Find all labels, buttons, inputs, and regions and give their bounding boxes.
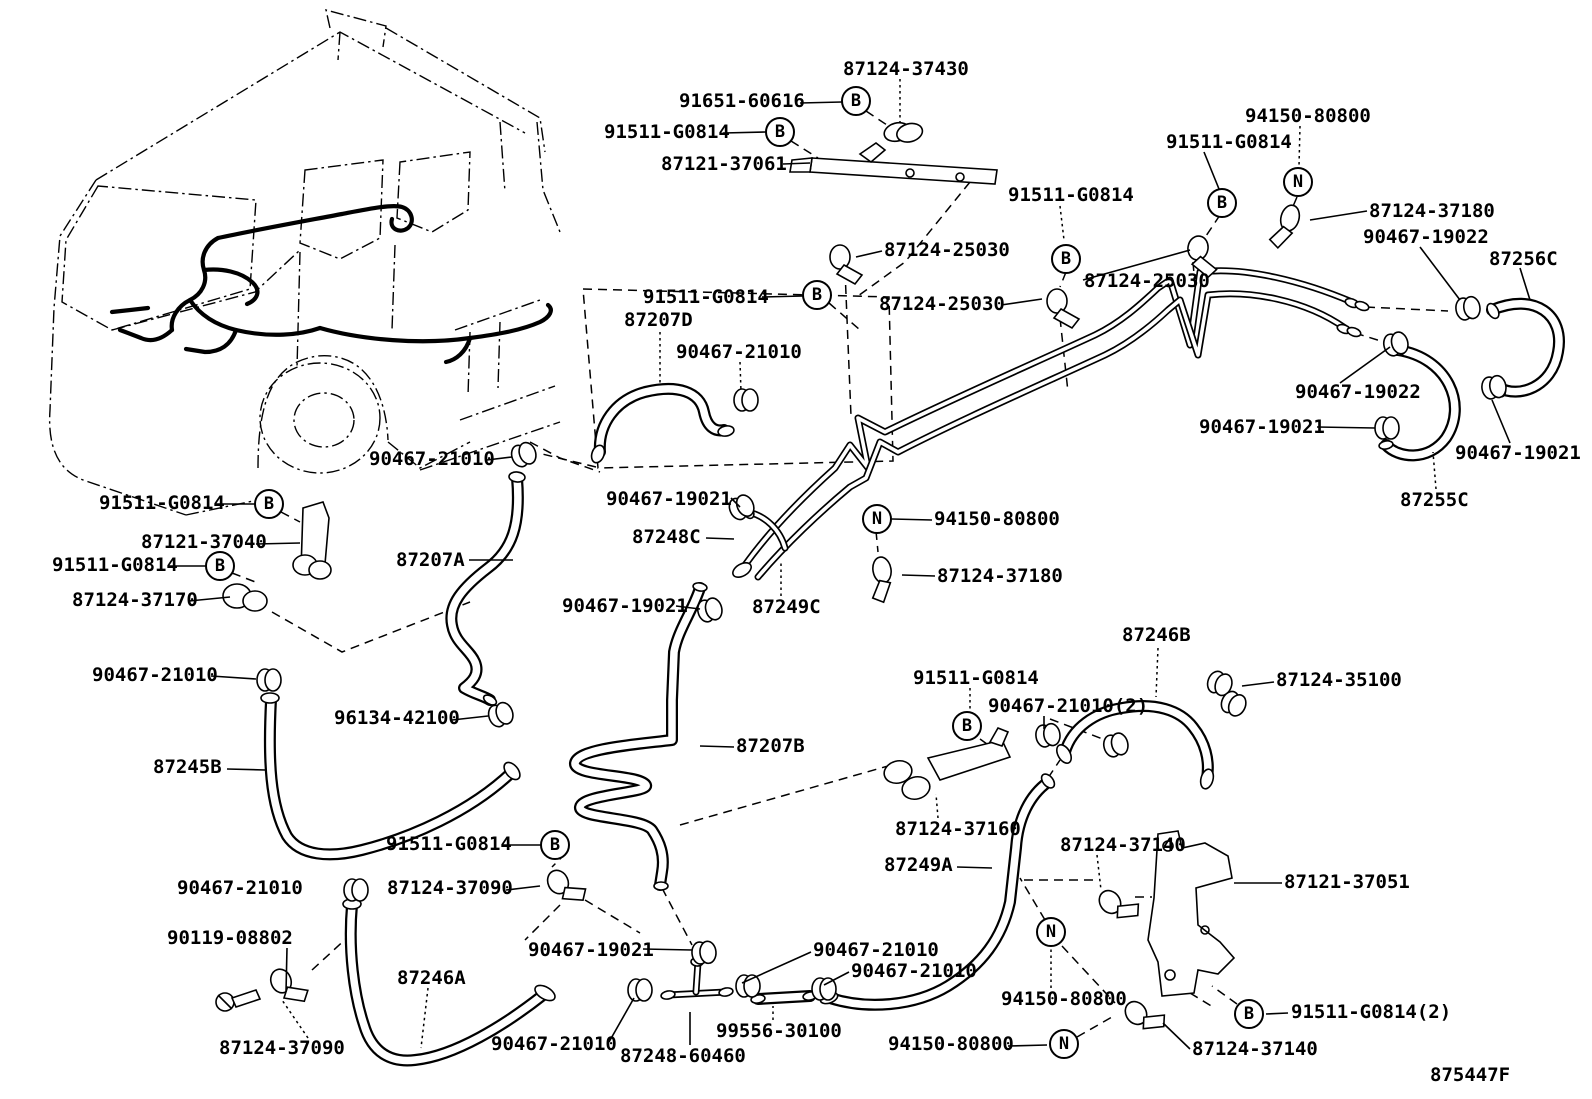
pipe-clips: [269, 121, 1301, 1030]
leader-lines: [169, 79, 1531, 1050]
part-label-87121-37051[interactable]: 87121-37051: [1284, 871, 1410, 893]
fastener-symbol-B: B: [205, 551, 235, 581]
fastener-symbol-B: B: [1207, 188, 1237, 218]
fastener-symbol-B: B: [1051, 244, 1081, 274]
part-label-87124-37140[interactable]: 87124-37140: [1060, 834, 1186, 856]
part-label-87124-37180[interactable]: 87124-37180: [1369, 200, 1495, 222]
part-label-87249A[interactable]: 87249A: [884, 854, 953, 876]
part-label-91511-G0814[interactable]: 91511-G0814: [1166, 131, 1292, 153]
part-label-87246A[interactable]: 87246A: [397, 967, 466, 989]
part-label-87124-37090[interactable]: 87124-37090: [219, 1037, 345, 1059]
fastener-symbol-B: B: [1234, 999, 1264, 1029]
part-label-87124-25030[interactable]: 87124-25030: [879, 293, 1005, 315]
part-label-99556-30100[interactable]: 99556-30100: [716, 1020, 842, 1042]
part-label-87124-37170[interactable]: 87124-37170: [72, 589, 198, 611]
part-label-87255C[interactable]: 87255C: [1400, 489, 1469, 511]
fastener-symbol-B: B: [802, 280, 832, 310]
part-label-90467-21010[interactable]: 90467-21010: [851, 960, 977, 982]
part-label-87124-37160[interactable]: 87124-37160: [895, 818, 1021, 840]
part-label-87207D[interactable]: 87207D: [624, 309, 693, 331]
part-label-87207B[interactable]: 87207B: [736, 735, 805, 757]
part-label-87256C[interactable]: 87256C: [1489, 248, 1558, 270]
truck-sketch: [48, 9, 561, 516]
part-label-90467-19022[interactable]: 90467-19022: [1363, 226, 1489, 248]
part-label-91511-G0814[interactable]: 91511-G0814: [52, 554, 178, 576]
part-label-90467-21010[interactable]: 90467-21010: [813, 939, 939, 961]
brackets: [215, 142, 1236, 1012]
part-label-91651-60616[interactable]: 91651-60616: [679, 90, 805, 112]
part-label-87124-37140[interactable]: 87124-37140: [1192, 1038, 1318, 1060]
part-label-94150-80800[interactable]: 94150-80800: [934, 508, 1060, 530]
fastener-symbol-B: B: [952, 711, 982, 741]
part-label-87124-37180[interactable]: 87124-37180: [937, 565, 1063, 587]
fastener-symbol-N: N: [862, 504, 892, 534]
part-label-91511-G0814[interactable]: 91511-G0814: [604, 121, 730, 143]
part-label-94150-80800[interactable]: 94150-80800: [1001, 988, 1127, 1010]
part-label-90467-19021[interactable]: 90467-19021: [606, 488, 732, 510]
part-label-90467-21010[interactable]: 90467-21010: [177, 877, 303, 899]
hose-clamps: [256, 295, 1507, 1002]
part-label-91511-G0814[interactable]: 91511-G0814: [643, 286, 769, 308]
diagram-reference-code: 875447F: [1430, 1064, 1511, 1086]
part-label-87207A[interactable]: 87207A: [396, 549, 465, 571]
part-label-90467-21010[interactable]: 90467-21010: [491, 1033, 617, 1055]
part-label-87249C[interactable]: 87249C: [752, 596, 821, 618]
fastener-symbol-B: B: [540, 830, 570, 860]
part-label-91511-G0814[interactable]: 91511-G0814: [99, 492, 225, 514]
part-label-87248-60460[interactable]: 87248-60460: [620, 1045, 746, 1067]
part-label-87248C[interactable]: 87248C: [632, 526, 701, 548]
part-label-87246B[interactable]: 87246B: [1122, 624, 1191, 646]
fastener-symbol-N: N: [1036, 917, 1066, 947]
fastener-symbol-N: N: [1049, 1029, 1079, 1059]
fastener-symbol-B: B: [254, 489, 284, 519]
hoses-and-pipes: [263, 267, 1565, 1067]
part-label-87124-37090[interactable]: 87124-37090: [387, 877, 513, 899]
tube-end-caps: [260, 297, 1507, 1005]
fastener-symbol-B: B: [841, 86, 871, 116]
part-label-90467-21010(2)[interactable]: 90467-21010(2): [988, 695, 1149, 717]
part-label-87124-35100[interactable]: 87124-35100: [1276, 669, 1402, 691]
part-label-91511-G0814(2)[interactable]: 91511-G0814(2): [1291, 1001, 1452, 1023]
fastener-symbol-N: N: [1283, 167, 1313, 197]
part-label-90467-21010[interactable]: 90467-21010: [92, 664, 218, 686]
part-label-90467-19021[interactable]: 90467-19021: [562, 595, 688, 617]
fastener-symbol-B: B: [765, 117, 795, 147]
part-label-90467-19021[interactable]: 90467-19021: [528, 939, 654, 961]
part-label-91511-G0814[interactable]: 91511-G0814: [1008, 184, 1134, 206]
part-label-90467-21010[interactable]: 90467-21010: [676, 341, 802, 363]
part-label-87124-25030[interactable]: 87124-25030: [884, 239, 1010, 261]
part-label-87121-37061[interactable]: 87121-37061: [661, 153, 787, 175]
part-label-90467-19022[interactable]: 90467-19022: [1295, 381, 1421, 403]
part-label-87124-37430[interactable]: 87124-37430: [843, 58, 969, 80]
part-label-94150-80800[interactable]: 94150-80800: [888, 1033, 1014, 1055]
part-label-91511-G0814[interactable]: 91511-G0814: [386, 833, 512, 855]
part-label-87124-25030[interactable]: 87124-25030: [1084, 270, 1210, 292]
part-label-90467-21010[interactable]: 90467-21010: [369, 448, 495, 470]
part-label-90467-19021[interactable]: 90467-19021: [1199, 416, 1325, 438]
part-label-87121-37040[interactable]: 87121-37040: [141, 531, 267, 553]
part-label-90119-08802[interactable]: 90119-08802: [167, 927, 293, 949]
part-label-96134-42100[interactable]: 96134-42100: [334, 707, 460, 729]
part-label-90467-19021[interactable]: 90467-19021: [1455, 442, 1581, 464]
part-label-91511-G0814[interactable]: 91511-G0814: [913, 667, 1039, 689]
part-label-87245B[interactable]: 87245B: [153, 756, 222, 778]
part-label-94150-80800[interactable]: 94150-80800: [1245, 105, 1371, 127]
